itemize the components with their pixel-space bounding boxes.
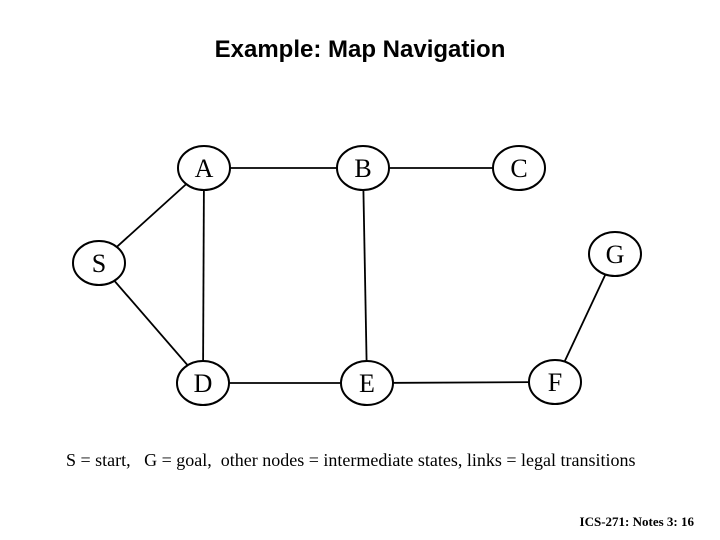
graph-edge-A-D (202, 167, 205, 384)
graph-node-G (588, 231, 642, 277)
graph-edge-S-D (98, 262, 204, 384)
graph-node-label-B: B (354, 154, 371, 183)
graph-node-D (176, 360, 230, 406)
graph-node-S (72, 240, 126, 286)
graph-node-label-S: S (92, 249, 106, 278)
graph-edge-B-E (362, 167, 368, 384)
graph-node-E (340, 360, 394, 406)
graph-node-C (492, 145, 546, 191)
graph-node-label-A: A (195, 154, 214, 183)
graph-node-label-F: F (548, 368, 562, 397)
graph-edge-E-F (366, 381, 556, 384)
legend-caption: S = start, G = goal, other nodes = inter… (66, 450, 636, 470)
page-title: Example: Map Navigation (214, 36, 506, 63)
graph-node-label-E: E (359, 369, 375, 398)
graph-node-label-G: G (606, 240, 625, 269)
graph-node-B (336, 145, 390, 191)
graph-node-label-C: C (510, 154, 527, 183)
graph-node-label-D: D (194, 369, 213, 398)
graph-node-F (528, 359, 582, 405)
graph-node-A (177, 145, 231, 191)
footer-note: ICS-271: Notes 3: 16 (579, 514, 694, 529)
